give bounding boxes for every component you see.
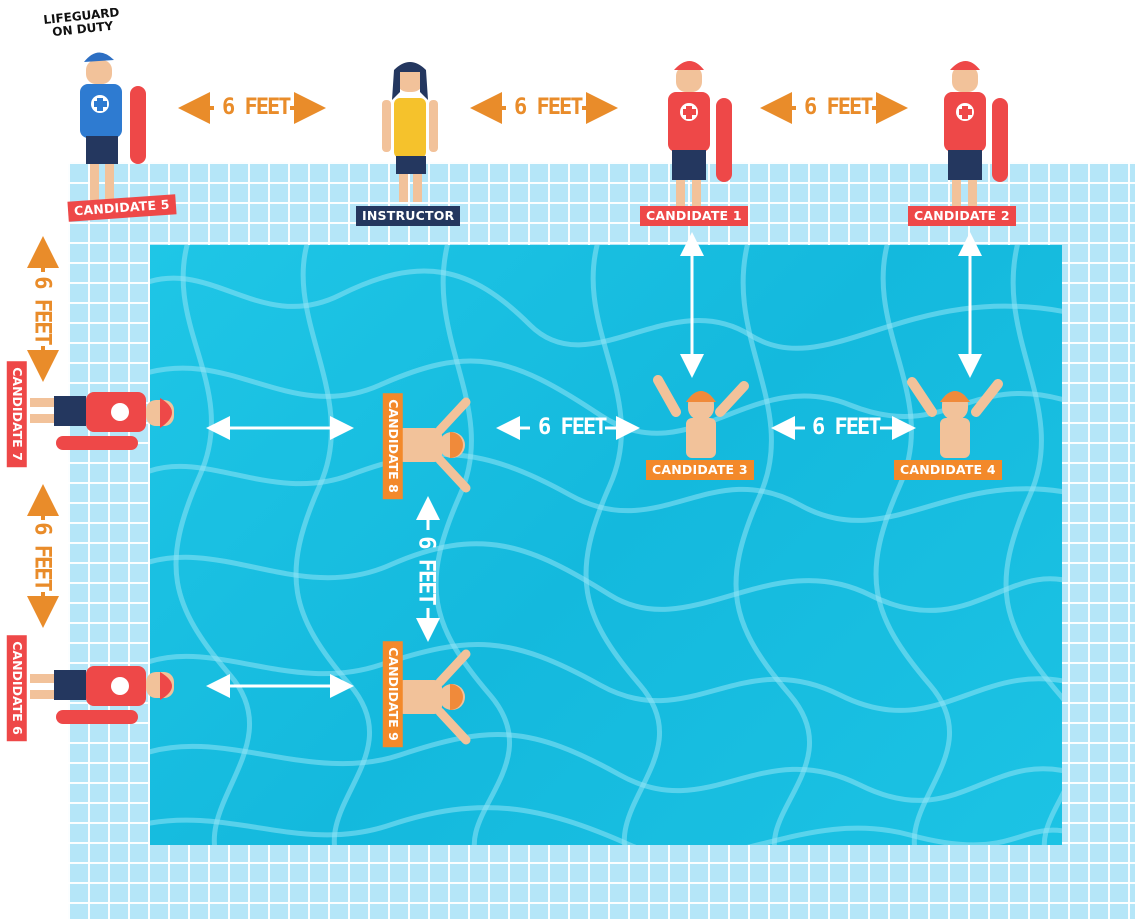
- distance-label-2: 6 FEET: [514, 95, 583, 120]
- candidate-6-figure: [30, 666, 174, 724]
- pool-water: [150, 245, 1062, 845]
- label-candidate-7: CANDIDATE 7: [6, 361, 27, 467]
- label-candidate-8: CANDIDATE 8: [382, 393, 403, 499]
- candidate-4-figure: [907, 377, 1003, 458]
- candidate-3-figure: [653, 375, 749, 458]
- instructor-figure: [382, 62, 438, 202]
- label-candidate-1: CANDIDATE 1: [640, 206, 748, 226]
- distance-label-3: 6 FEET: [804, 95, 873, 120]
- label-instructor: INSTRUCTOR: [356, 206, 461, 226]
- distance-label-6: 6 FEET: [538, 415, 607, 440]
- distance-label-8: 6 FEET: [413, 536, 439, 604]
- distance-label-4: 6 FEET: [29, 276, 55, 344]
- distance-label-1: 6 FEET: [222, 95, 291, 120]
- candidate-8-figure: [396, 397, 471, 493]
- water-arrows: [206, 232, 982, 698]
- distance-label-7: 6 FEET: [812, 415, 881, 440]
- candidate-1-figure: [668, 61, 732, 206]
- candidate-7-figure: [30, 392, 174, 450]
- deck-arrows: [27, 92, 908, 628]
- candidate-9-figure: [396, 649, 471, 745]
- label-candidate-9: CANDIDATE 9: [382, 641, 403, 747]
- distance-label-5: 6 FEET: [29, 522, 55, 590]
- label-candidate-6: CANDIDATE 6: [6, 635, 27, 741]
- candidate-2-figure: [944, 61, 1008, 206]
- label-candidate-2: CANDIDATE 2: [908, 206, 1016, 226]
- label-candidate-4: CANDIDATE 4: [894, 460, 1002, 480]
- label-candidate-3: CANDIDATE 3: [646, 460, 754, 480]
- candidate-5-figure: [80, 52, 146, 200]
